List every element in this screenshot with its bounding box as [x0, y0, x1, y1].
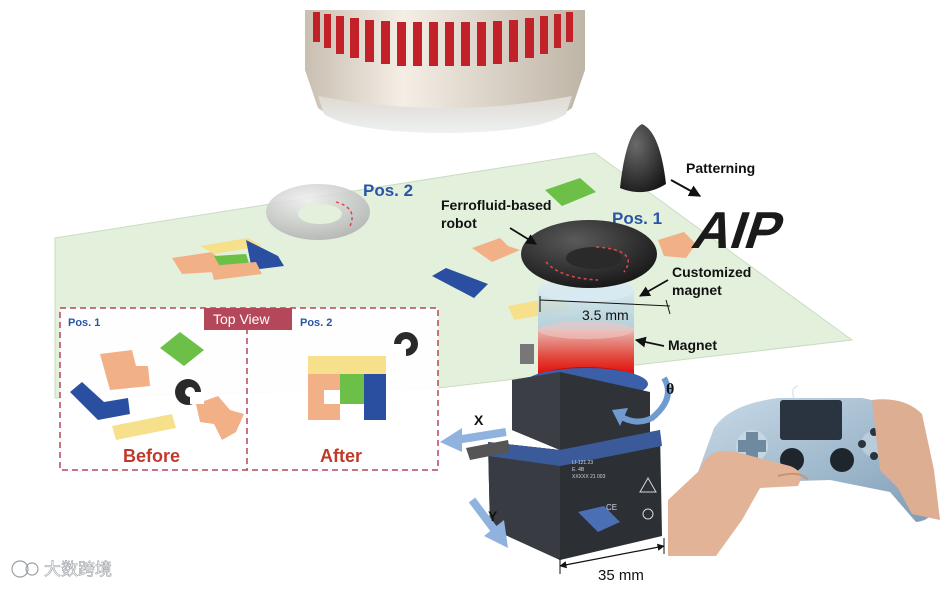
- svg-text:LI-121.23: LI-121.23: [572, 460, 593, 466]
- svg-text:大数跨境: 大数跨境: [44, 560, 112, 579]
- top-view-inset: Top View Pos. 1 Pos. 2 Before After: [60, 308, 438, 470]
- svg-text:E. 4B: E. 4B: [572, 467, 585, 473]
- watermark: 大数跨境: [12, 560, 112, 579]
- ce-mark-icon: CE: [606, 503, 617, 512]
- base-width-label: 35 mm: [598, 567, 644, 584]
- aip-pattern: AIP: [686, 202, 791, 260]
- svg-text:XXXXX 21 003: XXXXX 21 003: [572, 474, 606, 480]
- ring-robot-icon: [521, 220, 657, 288]
- inset-after-green: [340, 374, 364, 404]
- y-axis-label: Y: [488, 508, 498, 524]
- inset-pos1-label: Pos. 1: [68, 317, 100, 329]
- inset-pos2-label: Pos. 2: [300, 317, 332, 329]
- ferrofluid-label-line2: robot: [441, 215, 477, 231]
- theta-label: θ: [666, 381, 674, 398]
- inset-after-orange-2: [308, 404, 340, 420]
- top-view-title: Top View: [213, 311, 270, 327]
- patterning-arrow: [671, 180, 700, 196]
- customized-label-line1: Customized: [672, 264, 751, 280]
- after-label: After: [320, 446, 362, 466]
- x-axis-label: X: [474, 412, 484, 428]
- svg-text:CE: CE: [606, 503, 617, 512]
- inset-after-yellow: [308, 356, 386, 374]
- inset-ring-after-icon: [394, 332, 418, 356]
- inset-after-blue: [364, 374, 386, 420]
- coil-magnet-icon: [305, 10, 585, 133]
- magnet-label: Magnet: [668, 337, 717, 353]
- diameter-label: 3.5 mm: [582, 307, 629, 323]
- cone-robot-icon: [620, 124, 666, 192]
- customized-label-line2: magnet: [672, 282, 722, 298]
- svg-text:AIP: AIP: [686, 202, 791, 260]
- ring-robot-ghost-icon: [266, 184, 370, 240]
- before-label: Before: [123, 446, 180, 466]
- patterning-label: Patterning: [686, 160, 755, 176]
- ferrofluid-label-line1: Ferrofluid-based: [441, 197, 551, 213]
- pos2-label: Pos. 2: [363, 181, 413, 200]
